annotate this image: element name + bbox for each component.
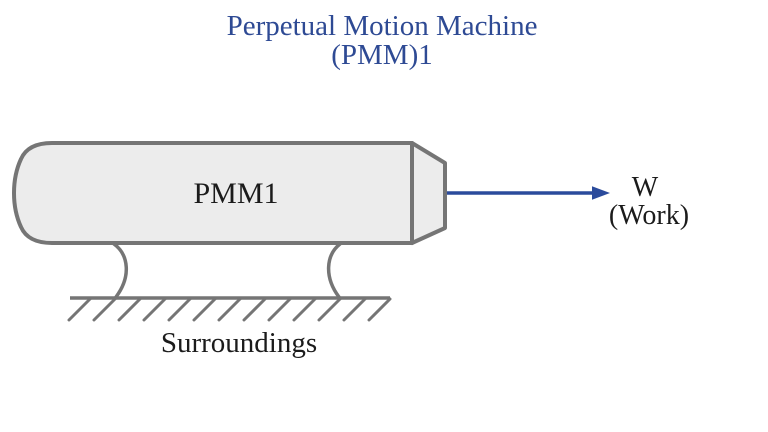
machine-nose	[410, 141, 447, 245]
work-symbol-label: W	[632, 172, 659, 203]
support-leg-left	[112, 242, 129, 299]
support-leg-right	[326, 242, 342, 299]
work-caption-label: (Work)	[609, 200, 689, 231]
machine-label: PMM1	[193, 177, 278, 210]
diagram-title-line2: (PMM)1	[331, 39, 433, 71]
machine-body	[12, 141, 414, 245]
diagram-title-line1: Perpetual Motion Machine	[227, 10, 538, 42]
surroundings-label: Surroundings	[161, 327, 317, 359]
work-arrow-head	[592, 186, 610, 200]
ground-hatching-icon	[67, 297, 392, 322]
